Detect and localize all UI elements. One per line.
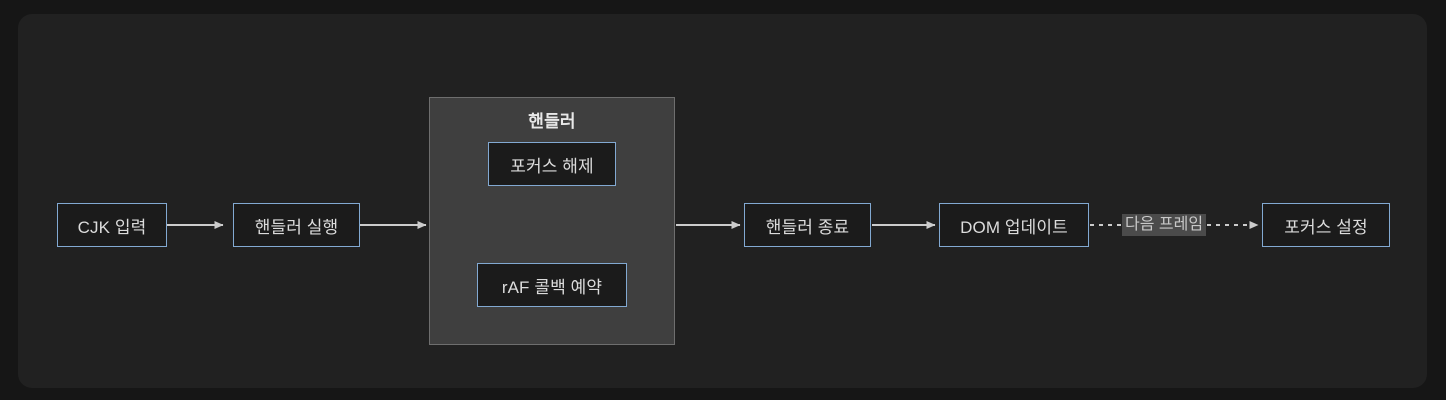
node-raf-schedule[interactable]: rAF 콜백 예약 [477,263,627,307]
edge-label-next-frame: 다음 프레임 [1122,214,1207,236]
node-raf-schedule-label: rAF 콜백 예약 [501,277,603,297]
node-handler-end[interactable]: 핸들러 종료 [744,203,871,247]
node-focus-set[interactable]: 포커스 설정 [1262,203,1390,247]
node-handler-run[interactable]: 핸들러 실행 [233,203,360,247]
cluster-handler: 핸들러 [429,97,675,345]
node-handler-run-label: 핸들러 실행 [254,217,339,237]
node-handler-end-label: 핸들러 종료 [765,217,850,237]
cluster-title: 핸들러 [528,112,576,131]
node-focus-release[interactable]: 포커스 해제 [488,142,616,186]
node-focus-set-label: 포커스 설정 [1284,217,1368,237]
node-dom-update[interactable]: DOM 업데이트 [939,203,1089,247]
node-cjk-input[interactable]: CJK 입력 [57,203,167,247]
node-dom-update-label: DOM 업데이트 [960,217,1068,237]
node-focus-release-label: 포커스 해제 [510,156,594,176]
node-cjk-input-label: CJK 입력 [77,217,147,237]
diagram-panel [18,14,1427,388]
